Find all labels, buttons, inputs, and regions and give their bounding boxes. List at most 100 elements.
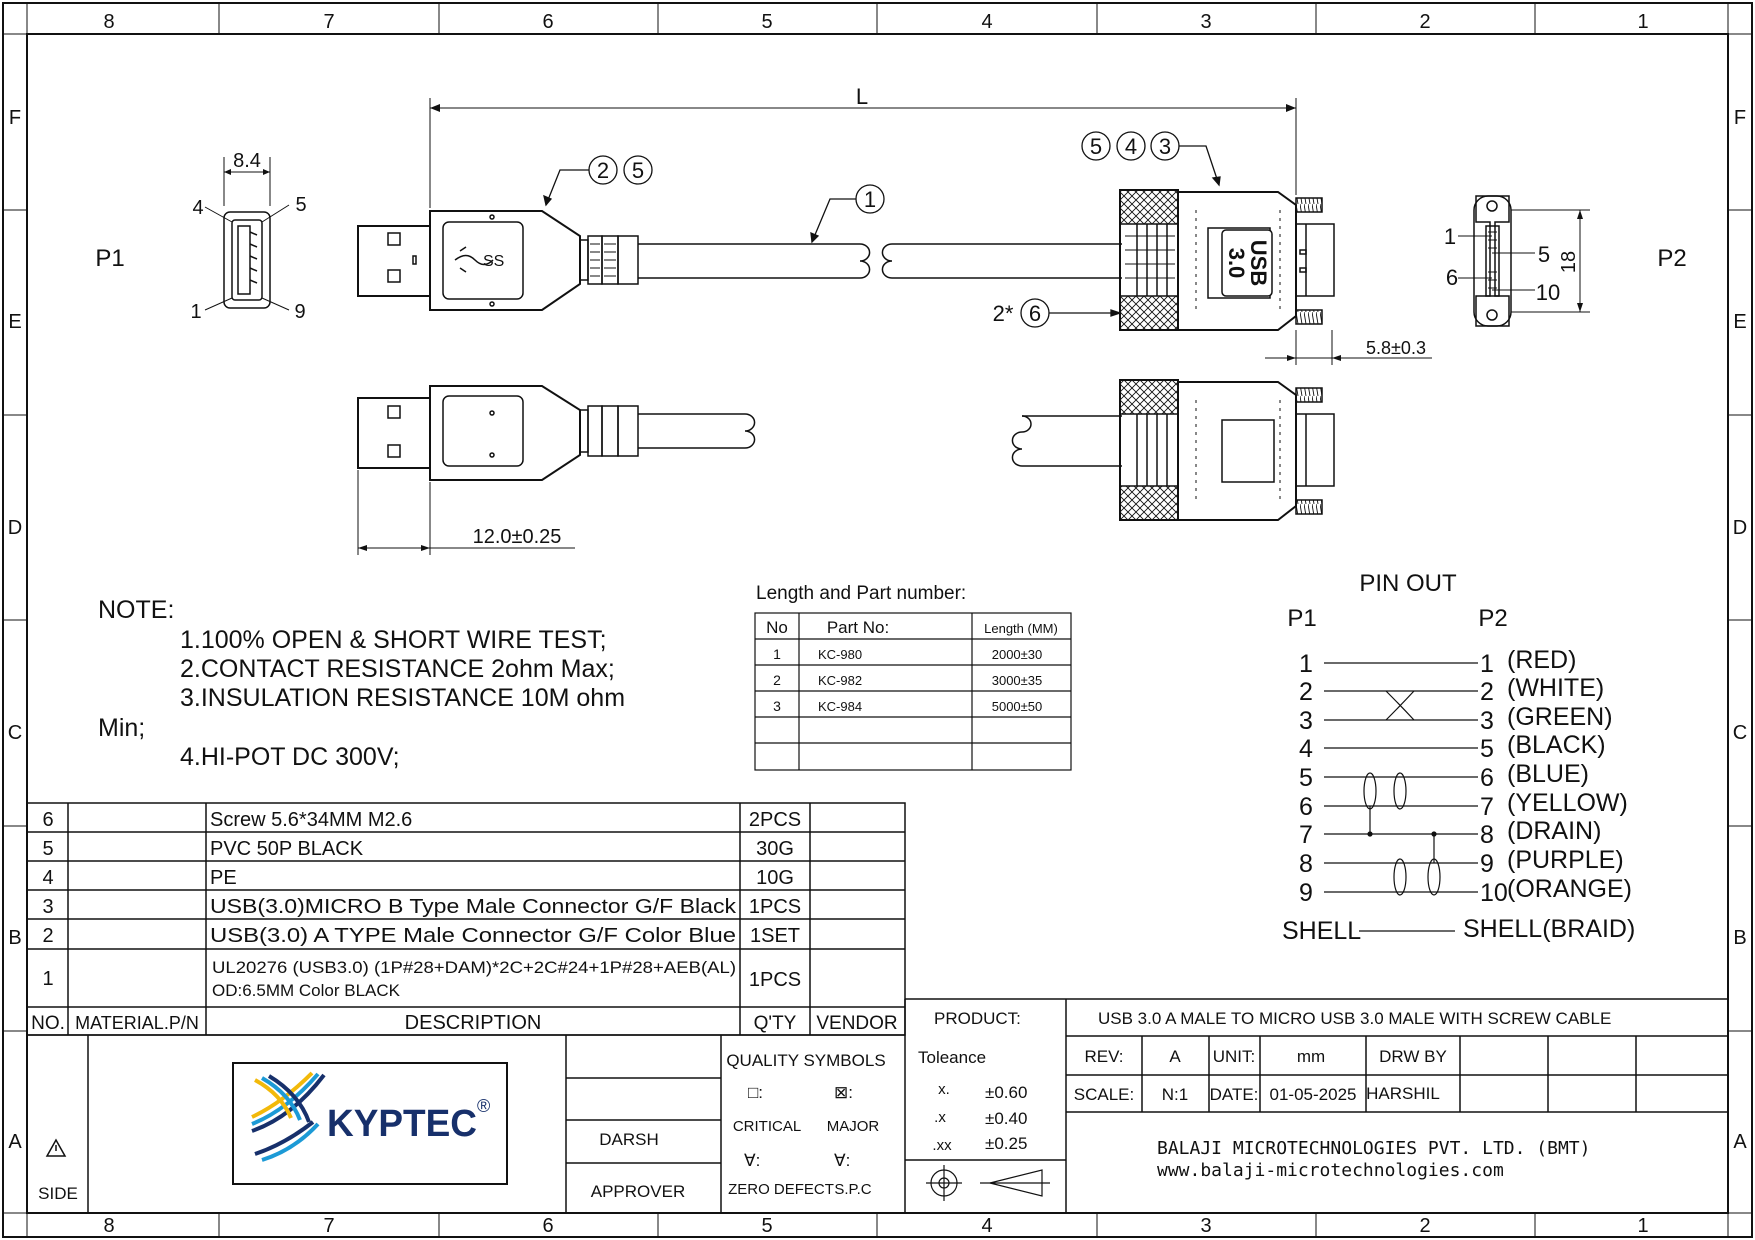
bom-qty: 2PCS bbox=[749, 809, 801, 831]
balloon-number: 5 bbox=[632, 158, 644, 183]
bom-qty: 30G bbox=[756, 838, 794, 860]
usb-a-plug-top: SS bbox=[357, 210, 639, 311]
row-letter: B bbox=[8, 927, 21, 949]
tolerance-title: Toleance bbox=[918, 1048, 986, 1067]
part-table-text: No Part No: Length (MM) 1 KC-980 2000±30… bbox=[766, 618, 1058, 714]
micro-b-plug-top bbox=[1119, 189, 1335, 331]
part-table-header: Part No: bbox=[827, 618, 889, 637]
col-number: 4 bbox=[981, 1215, 992, 1237]
p2-label: P2 bbox=[1657, 245, 1686, 272]
balloon-number: 4 bbox=[1125, 134, 1137, 159]
balloon-number: 1 bbox=[864, 187, 876, 212]
notes: NOTE: 1.100% OPEN & SHORT WIRE TEST; 2.C… bbox=[98, 596, 625, 771]
drw-by-value: HARSHIL bbox=[1366, 1084, 1440, 1103]
pinout-p2: 8 bbox=[1480, 821, 1494, 849]
spc-symbol-icon: ∀: bbox=[834, 1151, 850, 1170]
col-number: 1 bbox=[1637, 1215, 1648, 1237]
col-number: 5 bbox=[761, 11, 772, 33]
zero-defect-label: ZERO DEFECT bbox=[728, 1181, 834, 1198]
screw-offset-dimension bbox=[1265, 330, 1432, 365]
bom-no: 4 bbox=[42, 867, 53, 889]
scale-label: SCALE: bbox=[1074, 1085, 1134, 1104]
col-number: 2 bbox=[1419, 1215, 1430, 1237]
length-label: L bbox=[856, 84, 868, 109]
bom-description: USB(3.0) A TYPE Male Connector G/F Color… bbox=[210, 925, 736, 947]
company-name: BALAJI MICROTECHNOLOGIES PVT. LTD. (BMT) bbox=[1157, 1138, 1590, 1159]
micro-b-plug-side bbox=[1119, 379, 1335, 521]
note-item: Min; bbox=[98, 714, 145, 742]
pinout-p1: 5 bbox=[1299, 764, 1313, 792]
bom-qty: 10G bbox=[756, 867, 794, 889]
col-number: 1 bbox=[1637, 11, 1648, 33]
logo-text: KYPTEC bbox=[327, 1103, 477, 1145]
bom-description: UL20276 (USB3.0) (1P#28+DAM)*2C+2C#24+1P… bbox=[212, 958, 736, 977]
part-table-cell: KC-980 bbox=[818, 647, 862, 662]
pinout-p1: 8 bbox=[1299, 850, 1313, 878]
part-table-header: No bbox=[766, 618, 788, 637]
unit-value: mm bbox=[1297, 1047, 1325, 1066]
length-dimension bbox=[429, 98, 1297, 208]
zero-defect-symbol-icon: ∀: bbox=[744, 1151, 760, 1170]
bom-header: MATERIAL.P/N bbox=[75, 1013, 199, 1033]
balloon-number: 5 bbox=[1090, 134, 1102, 159]
bom-header: NO. bbox=[31, 1013, 65, 1034]
tolerance-value: ±0.40 bbox=[985, 1109, 1027, 1128]
p1-label: P1 bbox=[95, 245, 124, 272]
pinout-wires bbox=[1324, 662, 1478, 932]
rev-label: REV: bbox=[1084, 1047, 1123, 1066]
approver-label: APPROVER bbox=[591, 1182, 685, 1201]
balloon-number: 3 bbox=[1159, 134, 1171, 159]
row-letter: D bbox=[8, 517, 22, 539]
pinout-color: (PURPLE) bbox=[1507, 846, 1624, 874]
kyptec-logo-icon bbox=[251, 1071, 326, 1162]
p2-pin-label: 6 bbox=[1446, 265, 1458, 290]
critical-label: CRITICAL bbox=[733, 1118, 801, 1135]
quality-symbols: QUALITY SYMBOLS □: ⊠: CRITICAL MAJOR ∀: … bbox=[726, 1051, 885, 1198]
row-letter: C bbox=[8, 722, 22, 744]
bom-no: 5 bbox=[42, 838, 53, 860]
usb-badge-line1: USB bbox=[1246, 240, 1271, 286]
bom-header: VENDOR bbox=[816, 1013, 897, 1034]
drw-by-label: DRW BY bbox=[1379, 1047, 1447, 1066]
pinout-p2: 1 bbox=[1480, 650, 1494, 678]
p1-face-view bbox=[204, 157, 290, 311]
part-table bbox=[754, 612, 1072, 771]
note-item: 3.INSULATION RESISTANCE 10M ohm bbox=[180, 684, 625, 712]
spc-label: S.P.C bbox=[834, 1181, 871, 1198]
p1-pin-label: 5 bbox=[295, 194, 306, 216]
pinout-color: (RED) bbox=[1507, 646, 1576, 674]
row-letter: E bbox=[8, 311, 21, 333]
tolerance-key: .x bbox=[934, 1109, 946, 1126]
pinout-p1: 6 bbox=[1299, 793, 1313, 821]
col-number: 7 bbox=[323, 11, 334, 33]
part-table-header: Length (MM) bbox=[984, 621, 1058, 636]
bom-table bbox=[26, 802, 906, 1036]
bom-no: 2 bbox=[42, 925, 53, 947]
scale-value: N:1 bbox=[1162, 1085, 1188, 1104]
bom-header: DESCRIPTION bbox=[405, 1012, 542, 1034]
pinout-p2: 6 bbox=[1480, 764, 1494, 792]
balloon-number: 6 bbox=[1029, 301, 1041, 326]
part-table-cell: KC-982 bbox=[818, 673, 862, 688]
title-block-fields: PRODUCT: USB 3.0 A MALE TO MICRO USB 3.0… bbox=[934, 1009, 1611, 1181]
p2-face-view bbox=[1458, 195, 1590, 327]
title-block-lines bbox=[27, 998, 1728, 1213]
pinout-p2: 9 bbox=[1480, 850, 1494, 878]
row-letter: D bbox=[1733, 517, 1747, 539]
balloons bbox=[543, 131, 1221, 328]
usb-a-plug-side bbox=[357, 385, 1122, 555]
col-number: 7 bbox=[323, 1215, 334, 1237]
bom-description: USB(3.0)MICRO B Type Male Connector G/F … bbox=[210, 896, 737, 918]
col-number: 4 bbox=[981, 11, 992, 33]
part-table-cell: KC-984 bbox=[818, 699, 862, 714]
frame-col-numbers: 8 7 6 5 4 3 2 1 8 7 6 5 4 3 2 1 bbox=[103, 11, 1648, 1237]
product-name: USB 3.0 A MALE TO MICRO USB 3.0 MALE WIT… bbox=[1098, 1009, 1611, 1028]
bom-description: Screw 5.6*34MM M2.6 bbox=[210, 809, 412, 831]
pinout-rows: 1 1 (RED) 2 2 (WHITE) 3 3 (GREEN) 4 5 (B… bbox=[1282, 646, 1635, 945]
pinout-p1: 4 bbox=[1299, 735, 1313, 763]
bom-header: Q'TY bbox=[754, 1013, 797, 1034]
tolerance-value: ±0.25 bbox=[985, 1134, 1027, 1153]
part-table-cell: 3 bbox=[773, 698, 781, 714]
major-symbol-icon: ⊠: bbox=[834, 1083, 853, 1102]
